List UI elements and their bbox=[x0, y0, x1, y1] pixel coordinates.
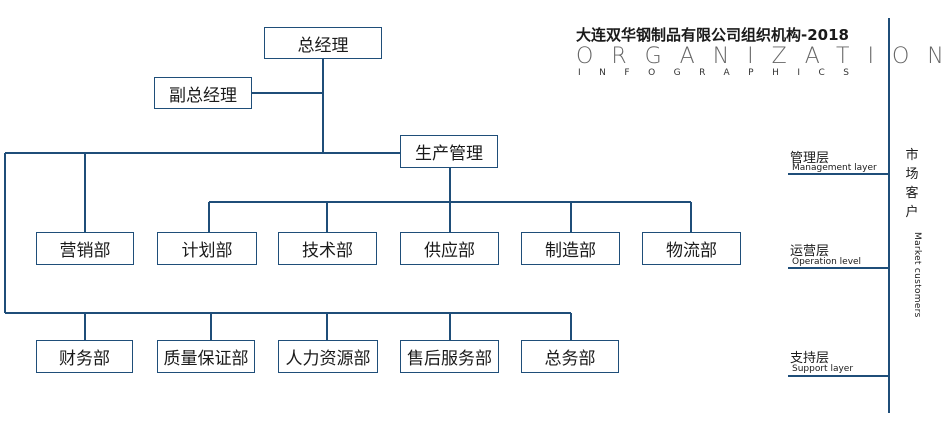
node-deputy-general-manager: 副总经理 bbox=[154, 77, 252, 109]
node-human-resources-dept: 人力资源部 bbox=[278, 340, 378, 373]
node-marketing-dept: 营销部 bbox=[36, 232, 134, 265]
node-general-affairs-dept: 总务部 bbox=[521, 340, 619, 373]
layer-label-support-en: Support layer bbox=[792, 364, 854, 374]
layer-label-operation: 运营层 bbox=[790, 244, 830, 259]
node-general-manager: 总经理 bbox=[264, 27, 382, 59]
node-production-management: 生产管理 bbox=[400, 135, 498, 168]
node-finance-dept: 财务部 bbox=[36, 340, 133, 373]
layer-label-management: 管理层 bbox=[790, 151, 830, 166]
organization-wordmark: ORGANIZATION bbox=[576, 44, 950, 69]
node-planning-dept: 计划部 bbox=[157, 232, 257, 265]
market-customers-label-en: Market customers bbox=[912, 232, 922, 318]
layer-label-support: 支持层 bbox=[790, 351, 830, 366]
company-title: 大连双华钢制品有限公司组织机构-2018 bbox=[576, 26, 849, 44]
node-supply-dept: 供应部 bbox=[400, 232, 499, 265]
market-char: 场 bbox=[905, 167, 919, 182]
node-manufacturing-dept: 制造部 bbox=[521, 232, 620, 265]
node-quality-assurance-dept: 质量保证部 bbox=[157, 340, 255, 373]
layer-label-operation-en: Operation level bbox=[792, 257, 862, 267]
node-technology-dept: 技术部 bbox=[278, 232, 377, 265]
layer-label-management-en: Management layer bbox=[792, 163, 877, 173]
market-char: 户 bbox=[905, 205, 919, 220]
market-customers-label: 市 场 客 户 bbox=[903, 146, 921, 222]
market-char: 市 bbox=[905, 148, 919, 163]
infographics-wordmark: INFOGRAPHICS bbox=[578, 68, 868, 78]
market-char: 客 bbox=[905, 186, 919, 201]
node-logistics-dept: 物流部 bbox=[642, 232, 741, 265]
node-after-sales-dept: 售后服务部 bbox=[400, 340, 499, 373]
